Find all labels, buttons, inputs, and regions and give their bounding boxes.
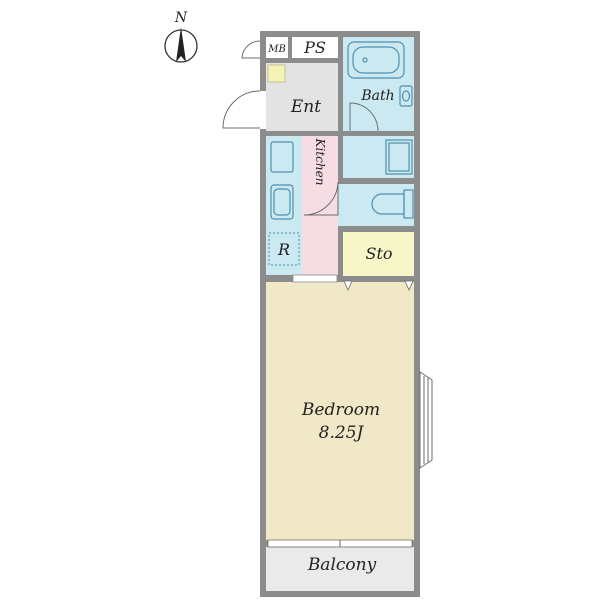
washer-inner [388,142,410,172]
washer-icon [385,139,413,175]
ps-label: PS [303,38,326,57]
bay-window [419,371,433,469]
entrance-door-swing [222,90,261,129]
mb-door-swing [241,40,261,59]
entrance-label: Ent [290,97,321,117]
bay-window-shape [419,371,433,469]
bathtub-inner [352,46,400,74]
bath-door-swing [349,102,379,132]
storage-room [343,232,414,276]
bedroom-room [266,282,414,540]
storage-label: Sto [365,244,392,263]
balcony-label: Balcony [307,555,377,575]
refrigerator-outline [268,232,300,266]
washer-area [343,136,414,178]
bedroom-doorway [292,274,338,283]
toilet-bowl [371,193,405,215]
mb-room [266,37,288,58]
bath-sink-outer [399,85,413,107]
toilet-icon [371,189,414,219]
bedroom-size-label: 8.25J [319,423,365,443]
balcony-area [266,547,414,591]
balcony-sliding-door [267,539,413,548]
compass-north-label: N [174,10,188,26]
bath-sink-basin [401,90,411,102]
fridge-space [266,230,302,275]
bathtub-drain [362,57,368,63]
washer-outer [385,139,413,175]
kitchen-counter [266,136,302,230]
bathtub-outer [347,41,405,79]
ps-room [292,37,338,58]
kitchen-sink-outer [270,184,294,220]
entrance-door-opening [258,91,266,129]
storage-door-marker-right [404,280,414,291]
bedroom-label: Bedroom [301,400,380,420]
storage-door-marker-left [343,280,353,291]
north-arrow-icon [176,27,186,62]
toilet-room [338,184,414,226]
kitchen-door-swing [303,181,339,216]
kitchen-sink-icon [270,184,294,220]
bath-sink-icon [399,85,413,107]
bath-room [343,37,414,131]
stove-outline [270,141,294,173]
kitchen-sink-basin [273,188,291,216]
entrance-door [222,90,266,129]
north-compass: N [164,10,198,63]
mb-label: MB [267,44,286,55]
mb-yellow-marker [267,64,286,83]
refrigerator-label: R [277,240,290,259]
bath-label: Bath [360,88,394,104]
bathtub-icon [347,41,405,79]
kitchen-label: Kitchen [313,138,327,186]
